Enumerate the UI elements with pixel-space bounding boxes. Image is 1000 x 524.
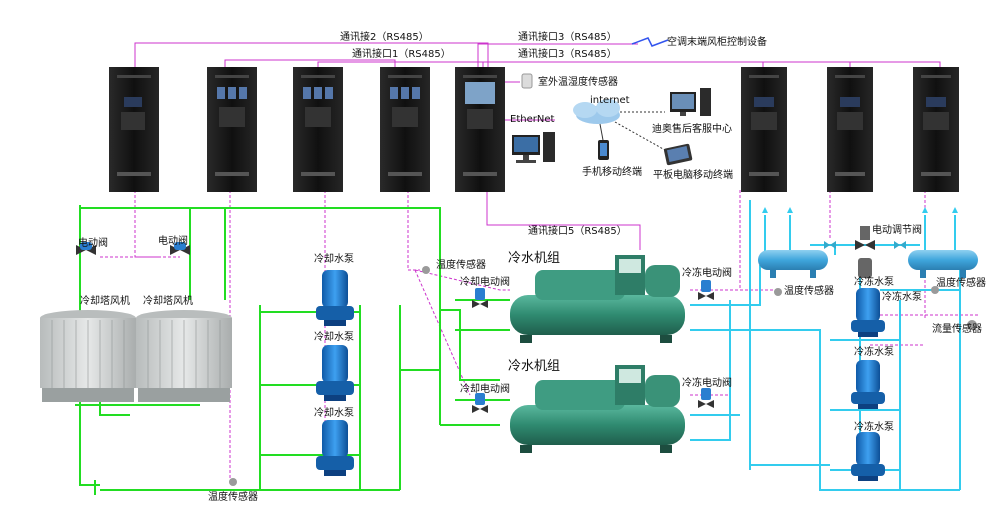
sensors xyxy=(229,266,977,486)
cooling-water-pump-icon xyxy=(316,420,354,476)
control-cabinet xyxy=(293,67,343,192)
cooling-tower-icon xyxy=(40,310,136,402)
manifolds xyxy=(758,226,978,278)
control-cabinet xyxy=(741,67,787,192)
flow-arrows xyxy=(762,207,958,213)
label-outdoor-sensor: 室外温湿度传感器 xyxy=(538,75,618,88)
network-devices xyxy=(512,37,711,166)
return-manifold-icon xyxy=(908,250,978,278)
tablet-icon xyxy=(663,143,693,166)
internet-cloud-icon xyxy=(573,99,620,124)
cooling-water-pipes xyxy=(75,205,510,495)
cooling-motor-valve-icon xyxy=(472,393,488,413)
cooling-towers xyxy=(40,310,232,402)
label-mobile: 手机移动终端 xyxy=(582,165,642,178)
label-flow-sensor: 流量传感器 xyxy=(932,322,982,335)
chilled-water-pump-icon xyxy=(858,258,872,278)
label-service-center: 迪奥售后客服中心 xyxy=(652,122,732,135)
wireless-link-icon xyxy=(631,37,669,47)
control-cabinet xyxy=(380,67,430,192)
flow-sensor-icon xyxy=(967,320,977,330)
label-cw-pump-2: 冷却水泵 xyxy=(314,330,354,343)
cooling-tower-icon xyxy=(136,310,232,402)
label-chiller-1: 冷水机组 xyxy=(508,251,560,266)
label-comm5: 通讯接口5（RS485） xyxy=(528,224,627,237)
label-chw-pump-1: 冷冻水泵 xyxy=(854,275,894,288)
mobile-phone-icon xyxy=(598,140,609,160)
control-cabinet xyxy=(207,67,257,192)
main-control-cabinet xyxy=(455,67,505,192)
regulating-valve-icon xyxy=(855,226,875,250)
label-ethernet: EtherNet xyxy=(510,114,554,125)
comm-lines xyxy=(134,42,941,250)
label-fan-2: 冷却塔风机 xyxy=(143,294,193,307)
label-chw-valve-1: 冷冻电动阀 xyxy=(682,266,732,279)
temperature-sensor-icon xyxy=(422,266,430,274)
control-cabinet xyxy=(827,67,873,192)
label-fan-1: 冷却塔风机 xyxy=(80,294,130,307)
label-comm3b: 通讯接口3（RS485） xyxy=(518,47,617,60)
label-internet: internet xyxy=(590,95,630,106)
cooling-motor-valve-icon xyxy=(472,288,488,308)
temperature-sensor-icon xyxy=(774,288,782,296)
label-reg-valve: 电动调节阀 xyxy=(872,223,922,236)
chilled-motor-valve-icon xyxy=(698,388,714,408)
label-chw-valve-2: 冷冻电动阀 xyxy=(682,376,732,389)
label-cw-valve-2: 冷却电动阀 xyxy=(460,382,510,395)
chiller-unit-icon xyxy=(510,365,685,453)
supply-manifold-icon xyxy=(758,250,828,278)
chilled-pumps xyxy=(851,258,885,481)
cabinets xyxy=(109,67,959,192)
label-chw-pump-2: 冷冻水泵 xyxy=(854,345,894,358)
label-temp-sensor-cw-top: 温度传感器 xyxy=(436,258,486,271)
chilled-water-pump-icon xyxy=(851,360,885,409)
temperature-sensor-icon xyxy=(229,478,237,486)
label-chw-pump-4: 冷冻水泵 xyxy=(882,290,922,303)
labels: 通讯接2（RS485） 通讯接口1（RS485） 通讯接口3（RS485） 通讯… xyxy=(78,30,986,503)
chiller-valves xyxy=(472,280,714,413)
label-cw-pump-1: 冷却水泵 xyxy=(314,252,354,265)
chilled-motor-valve-icon xyxy=(698,280,714,300)
bypass-valve-icon xyxy=(894,241,906,249)
control-cabinet xyxy=(109,67,159,192)
label-temp-sensor-right: 温度传感器 xyxy=(936,276,986,289)
label-tablet: 平板电脑移动终端 xyxy=(653,168,733,181)
service-center-computer-icon xyxy=(670,88,711,116)
label-valve-elec-1: 电动阀 xyxy=(78,236,108,249)
cooling-pumps xyxy=(316,270,354,476)
temperature-sensor-icon xyxy=(931,286,939,294)
cooling-water-pump-icon xyxy=(316,345,354,401)
label-valve-elec-2: 电动阀 xyxy=(158,234,188,247)
label-cw-valve-1: 冷却电动阀 xyxy=(460,275,510,288)
label-temp-sensor-chw: 温度传感器 xyxy=(784,284,834,297)
chiller-unit-icon xyxy=(510,255,685,343)
label-comm1: 通讯接口1（RS485） xyxy=(352,47,451,60)
chilled-water-pump-icon xyxy=(851,432,885,481)
electric-valve-icon xyxy=(170,242,190,255)
label-chw-pump-3: 冷冻水泵 xyxy=(854,420,894,433)
label-temp-sensor-bottom: 温度传感器 xyxy=(208,490,258,503)
tower-valves xyxy=(76,242,190,255)
label-cw-pump-3: 冷却水泵 xyxy=(314,406,354,419)
cooling-water-pump-icon xyxy=(316,270,354,326)
electric-valve-icon xyxy=(76,242,96,255)
outdoor-sensor-icon xyxy=(521,73,533,89)
chilled-water-pipes xyxy=(690,200,961,491)
control-cabinet xyxy=(913,67,959,192)
desktop-computer-icon xyxy=(512,132,555,163)
bypass-valve-icon xyxy=(824,241,836,249)
chilled-water-pump-icon xyxy=(851,288,885,337)
label-hvac-terminal: 空调末端风柜控制设备 xyxy=(667,35,767,48)
label-comm2: 通讯接2（RS485） xyxy=(340,30,429,43)
label-chiller-2: 冷水机组 xyxy=(508,359,560,374)
chillers xyxy=(510,255,685,453)
label-comm3a: 通讯接口3（RS485） xyxy=(518,30,617,43)
